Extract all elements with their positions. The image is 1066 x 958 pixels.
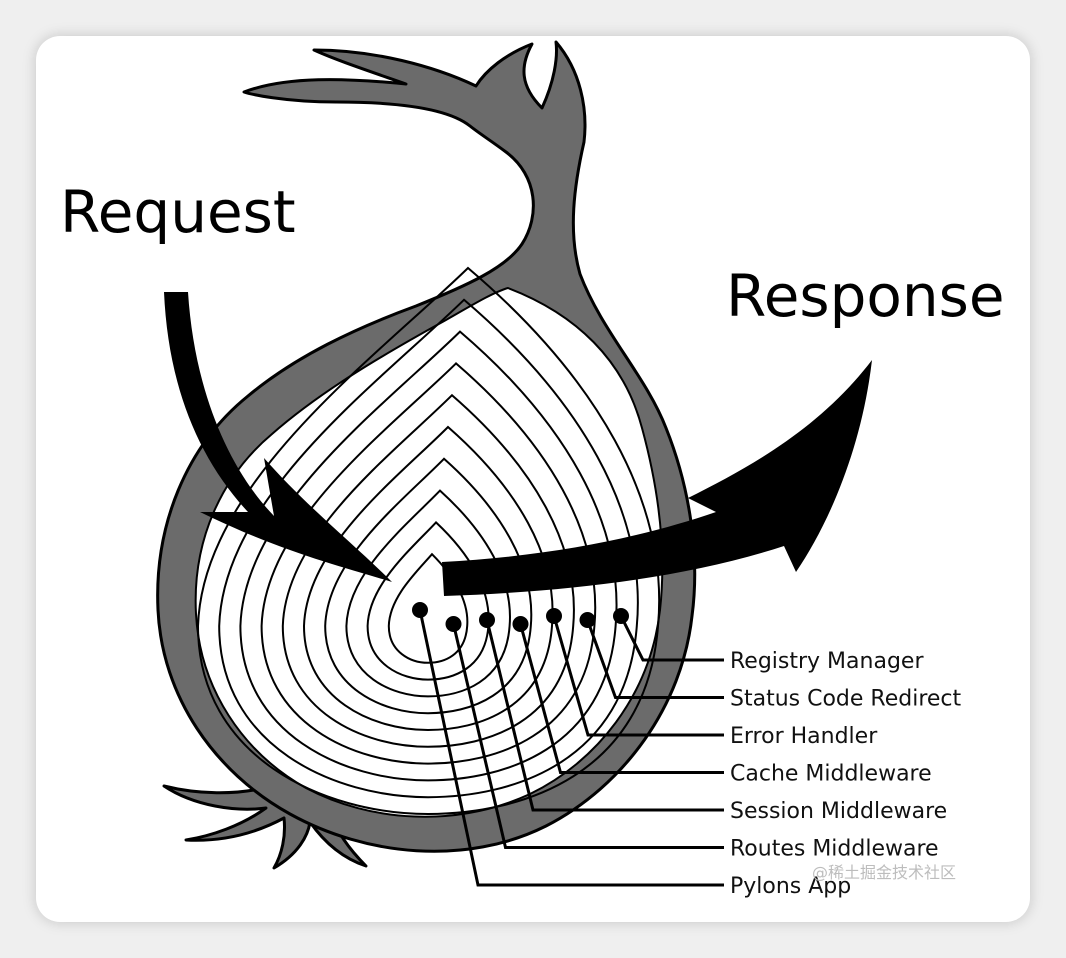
watermark-text: @稀土掘金技术社区 bbox=[812, 863, 956, 882]
layer-label: Status Code Redirect bbox=[730, 687, 962, 712]
layer-leader-line bbox=[619, 615, 724, 662]
request-label: Request bbox=[60, 178, 296, 246]
layer-leader-line bbox=[485, 619, 724, 812]
layer-leader-line bbox=[452, 623, 724, 849]
layer-leader-line bbox=[519, 623, 724, 774]
request-arrow bbox=[164, 292, 392, 582]
layer-label: Session Middleware bbox=[730, 799, 947, 824]
response-label: Response bbox=[726, 262, 1005, 330]
layer-leader-line bbox=[552, 615, 724, 737]
layer-label: Pylons App bbox=[730, 874, 851, 899]
onion-ring-10 bbox=[196, 266, 661, 816]
layer-label: Cache Middleware bbox=[730, 762, 932, 787]
layer-label: Registry Manager bbox=[730, 649, 924, 674]
layer-leader-line bbox=[586, 619, 724, 699]
layer-leader-line bbox=[418, 609, 724, 887]
onion-middleware-diagram: Request Response Registry ManagerStatus … bbox=[60, 40, 1005, 899]
response-arrow bbox=[442, 360, 872, 596]
layer-label: Error Handler bbox=[730, 724, 878, 749]
layer-label: Routes Middleware bbox=[730, 837, 939, 862]
onion-ring-1 bbox=[387, 552, 469, 664]
